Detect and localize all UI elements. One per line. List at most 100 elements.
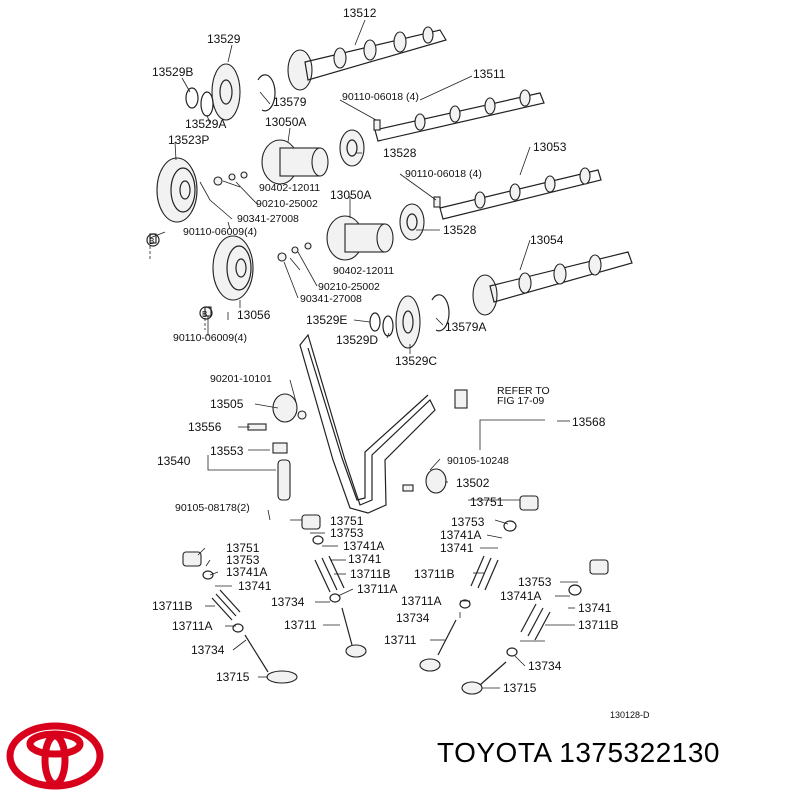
valvetrain-left [182,551,298,684]
gear-13528-upper [339,129,365,167]
diagram-drawing [146,19,633,695]
label-13734-b: 13734 [396,611,430,625]
refer-box [454,389,468,409]
label-13529C: 13529C [395,354,437,368]
label-13734-d: 13734 [528,659,562,673]
label-13579: 13579 [273,95,307,109]
label-figure-id: 130128-D [610,710,650,720]
label-13753-a: 13753 [330,526,364,540]
label-13741-a: 13741 [348,552,382,566]
label-13753-d: 13753 [518,575,552,589]
label-13711B-a: 13711B [350,567,390,581]
label-13529D: 13529D [336,333,378,347]
label-90110-06009-b: 90110-06009(4) [173,332,247,344]
b-markers [146,233,213,320]
camshaft-13511 [374,89,545,142]
toyota-logo-icon [6,722,104,790]
camshaft-13053 [439,167,602,220]
label-13741-b: 13741 [440,541,474,555]
label-13734-a: 13734 [271,595,305,609]
label-13741A-a: 13741A [343,539,384,553]
label-13528-a: 13528 [383,146,417,160]
label-90402-12011-b: 90402-12011 [333,265,394,277]
label-13050A-a: 13050A [265,115,306,129]
label-90210-25002-a: 90210-25002 [256,198,318,210]
label-13741A-c: 13741A [226,565,267,579]
label-13056: 13056 [237,308,271,322]
label-13528-b: 13528 [443,223,477,237]
part-labels: 13512 13529 13529B 13579 13529A 13511 90… [149,6,650,720]
label-13715-a: 13715 [216,670,250,684]
label-13711-a: 13711 [284,618,317,632]
label-13529: 13529 [207,32,241,46]
label-13753-c: 13753 [226,553,260,567]
label-90341-27008-b: 90341-27008 [300,293,362,305]
label-13512: 13512 [343,6,377,20]
idler-13502 [402,468,447,494]
label-13556: 13556 [188,420,222,434]
label-13734-c: 13734 [191,643,225,657]
label-13711B-d: 13711B [578,618,618,632]
label-13711B-c: 13711B [152,599,192,613]
bolts [149,119,441,317]
label-13568: 13568 [572,415,606,429]
label-refer-to: REFER TO [497,385,550,397]
label-90110-06018-a: 90110-06018 (4) [342,91,419,103]
label-13711A-c: 13711A [172,619,212,633]
label-90110-06009-a: 90110-06009(4) [183,226,257,238]
label-90110-06018-b: 90110-06018 (4) [405,168,482,180]
valvetrain-right [461,559,609,695]
label-90402-12011-a: 90402-12011 [259,182,320,194]
label-13741-d: 13741 [578,601,612,615]
camshaft-13054 [472,251,633,316]
toyota-logo [6,722,104,790]
label-13751-c: 13751 [226,541,260,555]
gear-13529C [395,295,421,349]
gear-13529 [211,63,241,121]
label-13579A: 13579A [445,320,486,334]
label-fig-17-09: FIG 17-09 [497,395,544,407]
label-13529B: 13529B [152,65,193,79]
pulley-13056 [212,235,254,301]
bolt-13556 [247,423,267,431]
label-13741A-b: 13741A [440,528,481,542]
label-13529E: 13529E [306,313,347,327]
label-13741A-d: 13741A [500,589,541,603]
label-13715-b: 13715 [503,681,537,695]
label-13753-b: 13753 [451,515,485,529]
pulley-13523P [156,157,198,223]
label-13741-c: 13741 [238,579,272,593]
leader-lines [149,19,578,689]
label-13711B-b: 13711B [414,567,454,581]
vvt-13050A-upper [261,139,329,185]
label-13505: 13505 [210,397,244,411]
label-13050A-b: 13050A [330,188,371,202]
label-13711A-a: 13711A [357,582,397,596]
label-13529A: 13529A [185,117,226,131]
label-90105-08178: 90105-08178(2) [175,502,250,514]
valvetrain-middle [301,514,367,658]
ring-13529A [200,91,214,117]
label-90210-25002-b: 90210-25002 [318,281,380,293]
timing-belt-13568 [299,333,436,514]
brand-part-number: TOYOTA 1375322130 [437,737,720,768]
label-13523P: 13523P [168,133,209,147]
ring-13529D [382,315,394,337]
label-13751-a: 13751 [470,495,504,509]
label-13054: 13054 [530,233,564,247]
label-90105-10248: 90105-10248 [447,455,509,467]
label-13553: 13553 [210,444,244,458]
ring-13529E [369,312,381,332]
tensioner-13540 [272,442,291,501]
gear-13528-lower [399,203,425,241]
valvetrain-right-center [419,495,539,672]
label-90201-10101: 90201-10101 [210,373,272,385]
label-13540: 13540 [157,454,191,468]
ring-13529B [185,87,199,109]
snap-ring-13579A [431,294,450,332]
label-13711-b: 13711 [384,633,417,647]
label-13711A-b: 13711A [401,594,441,608]
label-b-marker-1: B [149,237,154,246]
label-13751-b: 13751 [330,514,364,528]
snap-ring-13579 [257,74,276,112]
